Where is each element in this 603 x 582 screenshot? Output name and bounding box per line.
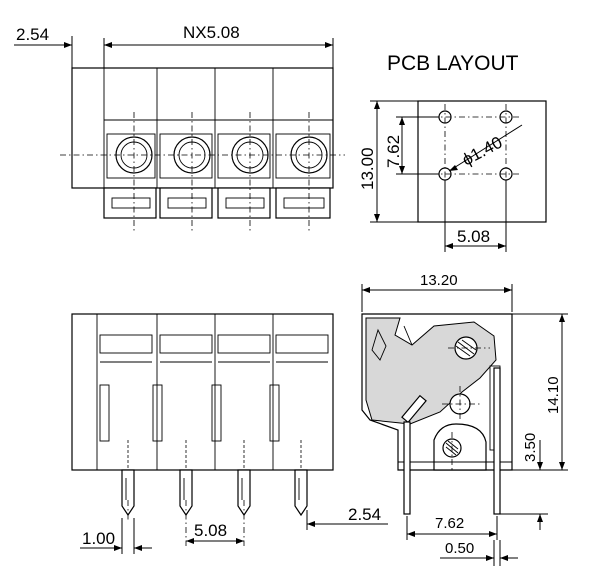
pcb-outline: [417, 100, 547, 223]
dim-front-pin-offset: 2.54: [348, 505, 381, 524]
top-wire-entries: [103, 187, 331, 219]
side-view: 13.20: [361, 272, 568, 566]
dim-front-pitch: 5.08: [194, 521, 227, 540]
dim-pcb-pitch-v: 7.62: [384, 135, 403, 168]
side-pin-left: [403, 421, 411, 515]
front-body-outline: [71, 313, 334, 471]
dim-side-height: 14.10: [545, 376, 562, 414]
top-screw-cells: [106, 133, 331, 179]
dim-pcb-height: 13.00: [358, 147, 377, 190]
dim-top-total: NX5.08: [183, 23, 240, 42]
pcb-layout-title: PCB LAYOUT: [387, 52, 519, 75]
dim-front-pin-width: 1.00: [82, 529, 115, 548]
dim-side-pin-spacing: 7.62: [435, 515, 464, 532]
dim-side-pin-length: 3.50: [522, 433, 539, 462]
front-ribs: [99, 384, 280, 442]
top-view: 2.54 NX5.08: [14, 23, 345, 232]
dim-side-width: 13.20: [420, 272, 458, 289]
dim-side-pin-thickness: 0.50: [445, 540, 474, 557]
front-view: 1.00 5.08 2.54: [71, 313, 388, 554]
front-slots: [99, 334, 329, 363]
dim-top-left: 2.54: [16, 25, 49, 44]
front-pins: [121, 469, 308, 517]
dim-pcb-pitch-h: 5.08: [457, 227, 490, 246]
side-pin-right: [493, 367, 501, 515]
pcb-layout: PCB LAYOUT 13.00 7.62 ϕ1.40: [358, 52, 547, 252]
